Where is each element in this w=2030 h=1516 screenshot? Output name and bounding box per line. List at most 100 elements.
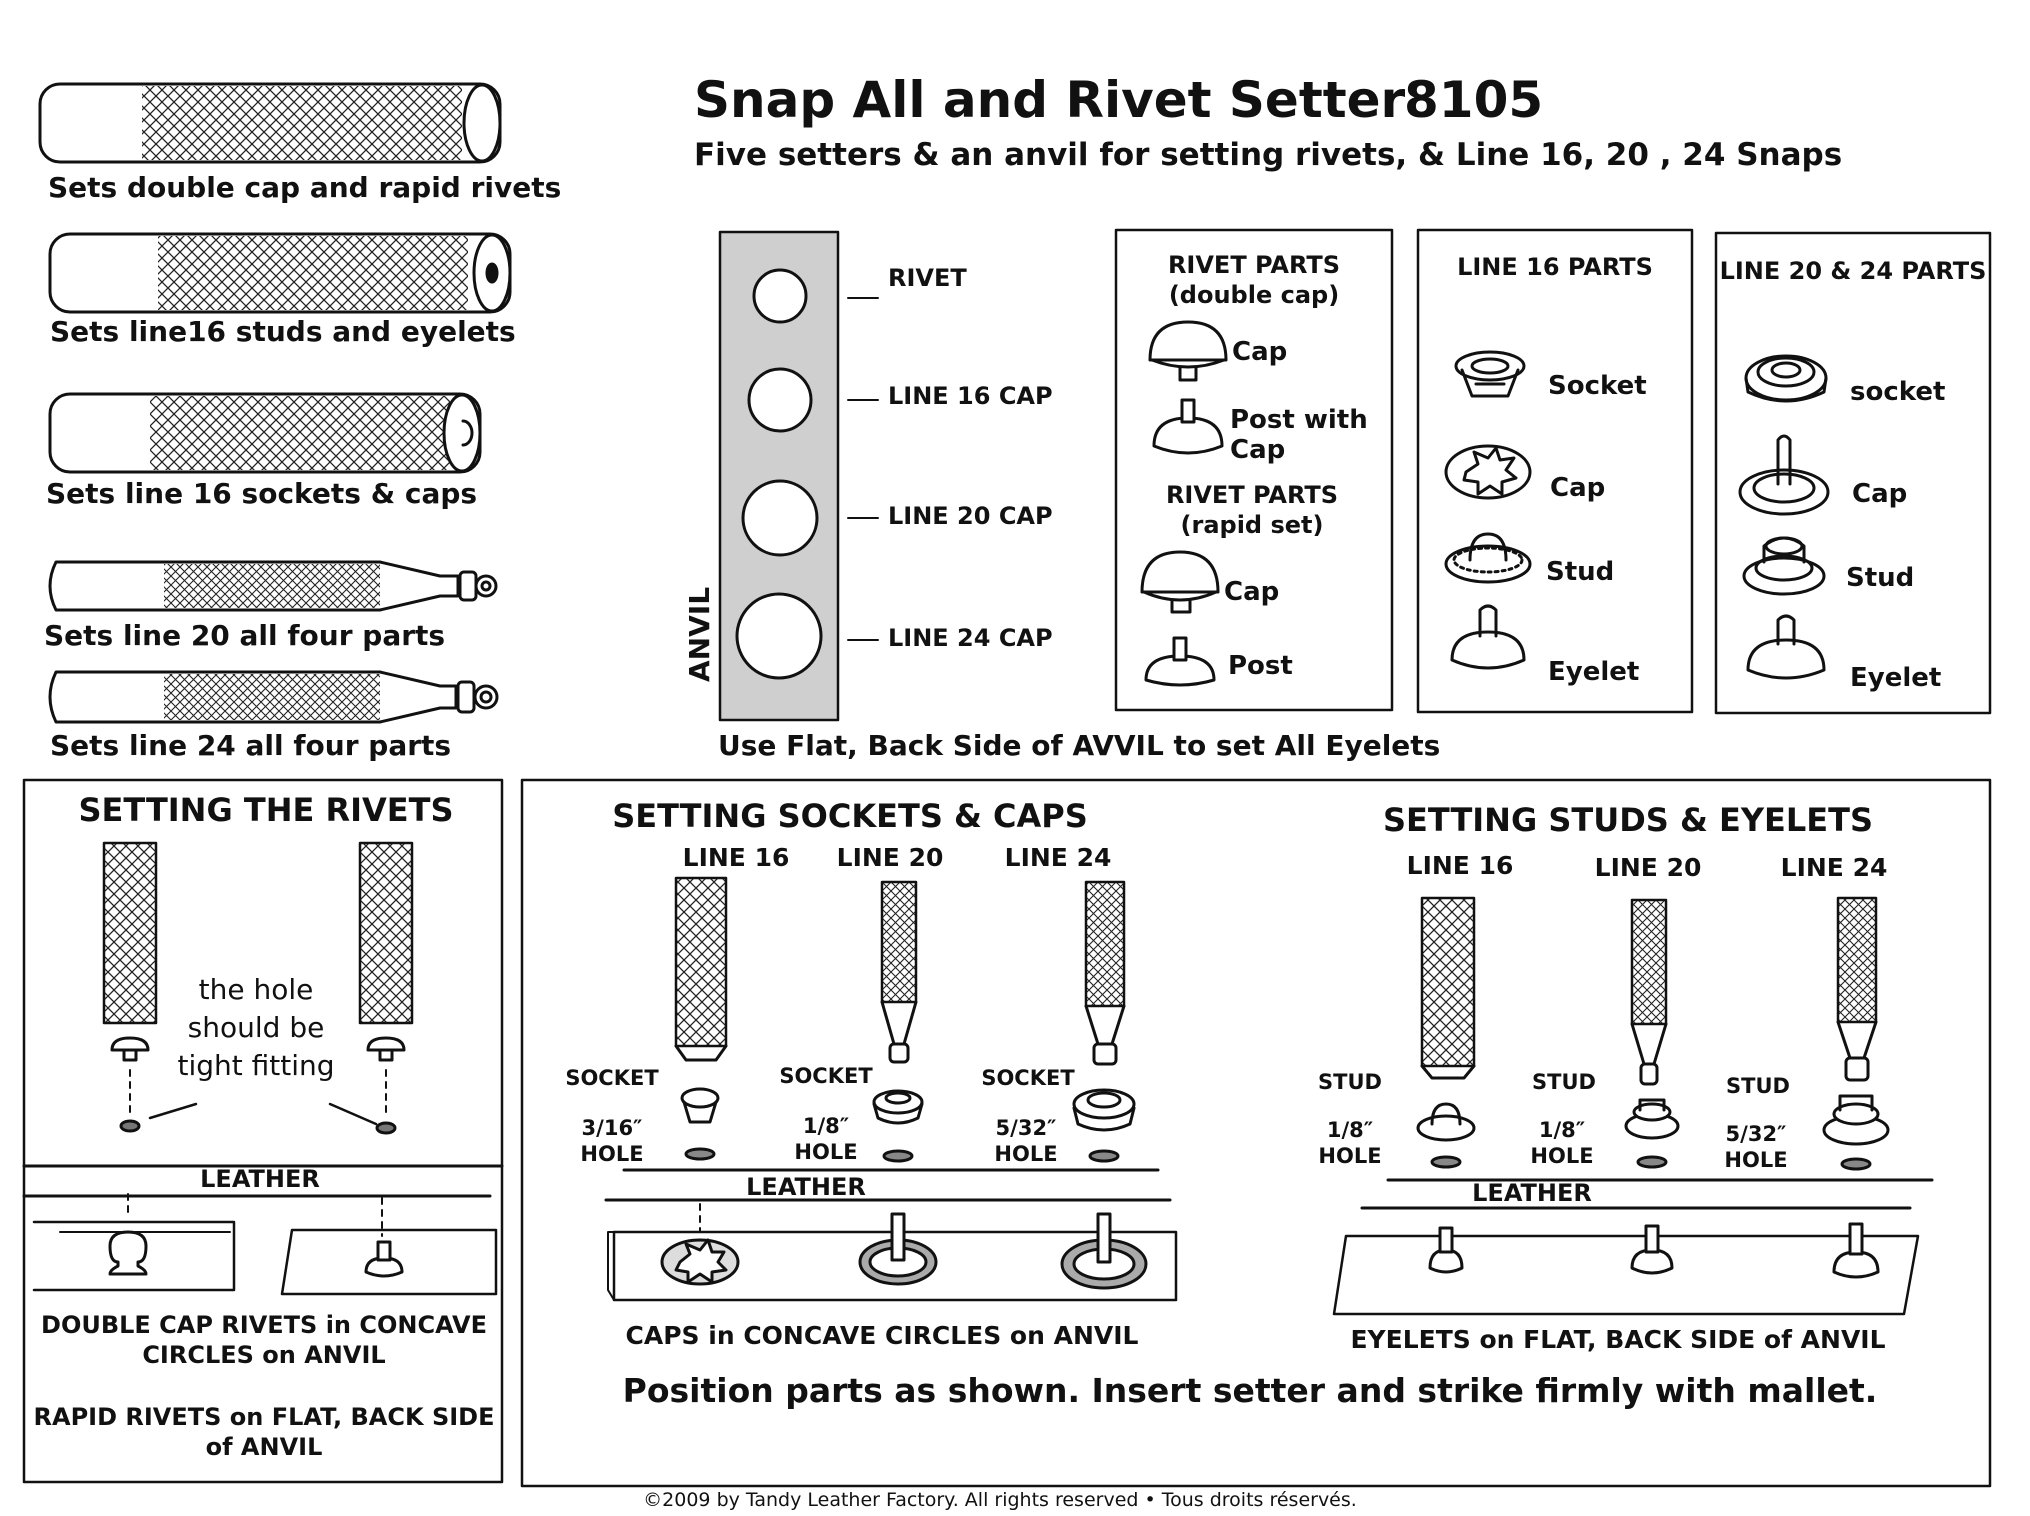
socket-hole-word-2: HOLE (794, 1140, 858, 1164)
rivets-hole-note-2: should be (187, 1011, 325, 1044)
anvil-hole-label-line16: LINE 16 CAP (888, 382, 1053, 410)
studs-line16-label: LINE 16 (1406, 851, 1514, 880)
anvil-hole-label-line20: LINE 20 CAP (888, 502, 1053, 530)
studs-leather-label: LEATHER (1472, 1179, 1592, 1207)
line2024-socket-icon (1744, 354, 1828, 403)
socket-setter-line20 (880, 880, 918, 1064)
instructions-text: Position parts as shown. Insert setter a… (622, 1371, 1878, 1410)
setter-tool-line16-sockets (48, 392, 482, 474)
rivet-cap-icon (1148, 320, 1228, 382)
rivet-leather-block-right (127, 1193, 498, 1296)
socket-part-line20 (872, 1089, 924, 1125)
line2024-cap-icon (1738, 434, 1830, 516)
rivets-hole-note-3: tight fitting (177, 1049, 335, 1082)
rivet-post-label-2: Cap (1230, 435, 1286, 465)
setter-caption-line24: Sets line 24 all four parts (50, 729, 452, 762)
setter-caption-rivets: Sets double cap and rapid rivets (48, 171, 562, 204)
studs-anvil (1332, 1222, 1920, 1316)
line2024-parts-title: LINE 20 & 24 PARTS (1719, 257, 1987, 285)
rivets-caption-1a: DOUBLE CAP RIVETS in CONCAVE (41, 1311, 487, 1339)
rivet-parts-title: RIVET PARTS (1167, 251, 1341, 279)
rivet-leather-block-left (32, 1220, 236, 1292)
line2024-stud-label: Stud (1846, 563, 1915, 593)
rivets-caption-2b: of ANVIL (205, 1433, 323, 1461)
rivet-setter-left (102, 841, 158, 1025)
setter-caption-line20: Sets line 20 all four parts (44, 619, 446, 652)
line16-parts-title: LINE 16 PARTS (1457, 253, 1653, 281)
line2024-stud-icon (1742, 536, 1826, 596)
stud-part-line24 (1822, 1094, 1890, 1146)
rapid-cap-icon (1140, 550, 1220, 614)
page-title: Snap All and Rivet Setter (694, 71, 1406, 129)
socket-label-1: SOCKET (565, 1066, 659, 1090)
anvil-side-label: ANVIL (683, 586, 716, 682)
stud-hole-word-3: HOLE (1724, 1148, 1788, 1172)
rapid-cap-label: Cap (1224, 577, 1280, 607)
rivet-post-label-1: Post with (1230, 405, 1368, 435)
setter-caption-line16-sockets: Sets line 16 sockets & caps (46, 477, 478, 510)
stud-hole-word-1: HOLE (1318, 1144, 1382, 1168)
rapid-post-label: Post (1228, 651, 1293, 681)
stud-label-1: STUD (1318, 1070, 1382, 1094)
stud-label-2: STUD (1532, 1070, 1596, 1094)
anvil-hole-label-line24: LINE 24 CAP (888, 624, 1053, 652)
stud-part-line20 (1624, 1098, 1680, 1140)
sockets-panel-title: SETTING SOCKETS & CAPS (612, 797, 1088, 835)
sockets-caption: CAPS in CONCAVE CIRCLES on ANVIL (625, 1321, 1139, 1350)
line16-cap-label: Cap (1550, 473, 1606, 503)
line16-eyelet-label: Eyelet (1548, 657, 1640, 687)
line2024-cap-label: Cap (1852, 479, 1908, 509)
sockets-line24-label: LINE 24 (1004, 843, 1112, 872)
rivets-hole-note-1: the hole (198, 973, 314, 1006)
sockets-anvil (607, 1212, 1178, 1302)
copyright-text: ©2009 by Tandy Leather Factory. All righ… (643, 1489, 1357, 1511)
studs-panel-title: SETTING STUDS & EYELETS (1382, 801, 1874, 839)
line2024-socket-label: socket (1850, 377, 1946, 407)
socket-hole-word-3: HOLE (994, 1142, 1058, 1166)
setter-caption-line16-studs: Sets line16 studs and eyelets (50, 315, 516, 348)
socket-setter-line16 (674, 876, 728, 1062)
studs-line20-label: LINE 20 (1594, 853, 1702, 882)
line2024-eyelet-label: Eyelet (1850, 663, 1942, 693)
rivets-panel-title: SETTING THE RIVETS (78, 791, 454, 829)
line16-stud-icon (1444, 532, 1532, 584)
stud-hole-size-2: 1/8″ (1538, 1118, 1586, 1142)
stud-label-3: STUD (1726, 1074, 1790, 1098)
anvil-block (718, 230, 879, 722)
stud-hole-word-2: HOLE (1530, 1144, 1594, 1168)
rivet-post-with-cap-icon (1152, 398, 1224, 455)
line16-stud-label: Stud (1546, 557, 1615, 587)
socket-hole-size-2: 1/8″ (802, 1114, 850, 1138)
sockets-leather-label: LEATHER (746, 1173, 866, 1201)
stud-part-line16 (1416, 1102, 1476, 1142)
rivet-parts-subtitle: (double cap) (1168, 281, 1340, 309)
stud-hole-size-1: 1/8″ (1326, 1118, 1374, 1142)
setter-tool-line16-studs (48, 232, 512, 314)
rivet-cap-label: Cap (1232, 337, 1288, 367)
setter-tool-rivets (38, 82, 502, 164)
socket-label-3: SOCKET (981, 1066, 1075, 1090)
rivet-setter-right (358, 841, 414, 1025)
rapid-parts-subtitle: (rapid set) (1180, 511, 1324, 539)
line16-cap-icon (1444, 444, 1532, 500)
setter-tool-line20 (48, 560, 498, 612)
page-subtitle: Five setters & an anvil for setting rive… (694, 137, 1843, 173)
rapid-post-icon (1144, 636, 1216, 687)
rivets-caption-1b: CIRCLES on ANVIL (142, 1341, 386, 1369)
rivets-leather-label: LEATHER (200, 1165, 320, 1193)
rapid-parts-title: RIVET PARTS (1165, 481, 1339, 509)
socket-part-line16 (680, 1087, 720, 1124)
socket-hole-size-1: 3/16″ (581, 1116, 643, 1140)
sockets-line20-label: LINE 20 (836, 843, 944, 872)
anvil-note: Use Flat, Back Side of AVVIL to set All … (718, 729, 1441, 762)
line16-socket-label: Socket (1548, 371, 1647, 401)
socket-hole-word-1: HOLE (580, 1142, 644, 1166)
anvil-hole-label-rivet: RIVET (888, 264, 967, 292)
socket-hole-size-3: 5/32″ (995, 1116, 1057, 1140)
studs-line24-label: LINE 24 (1780, 853, 1888, 882)
stud-setter-line24 (1836, 896, 1878, 1082)
sockets-line16-label: LINE 16 (682, 843, 790, 872)
line2024-eyelet-icon (1746, 614, 1826, 680)
stud-setter-line20 (1630, 898, 1668, 1086)
stud-setter-line16 (1420, 896, 1476, 1080)
